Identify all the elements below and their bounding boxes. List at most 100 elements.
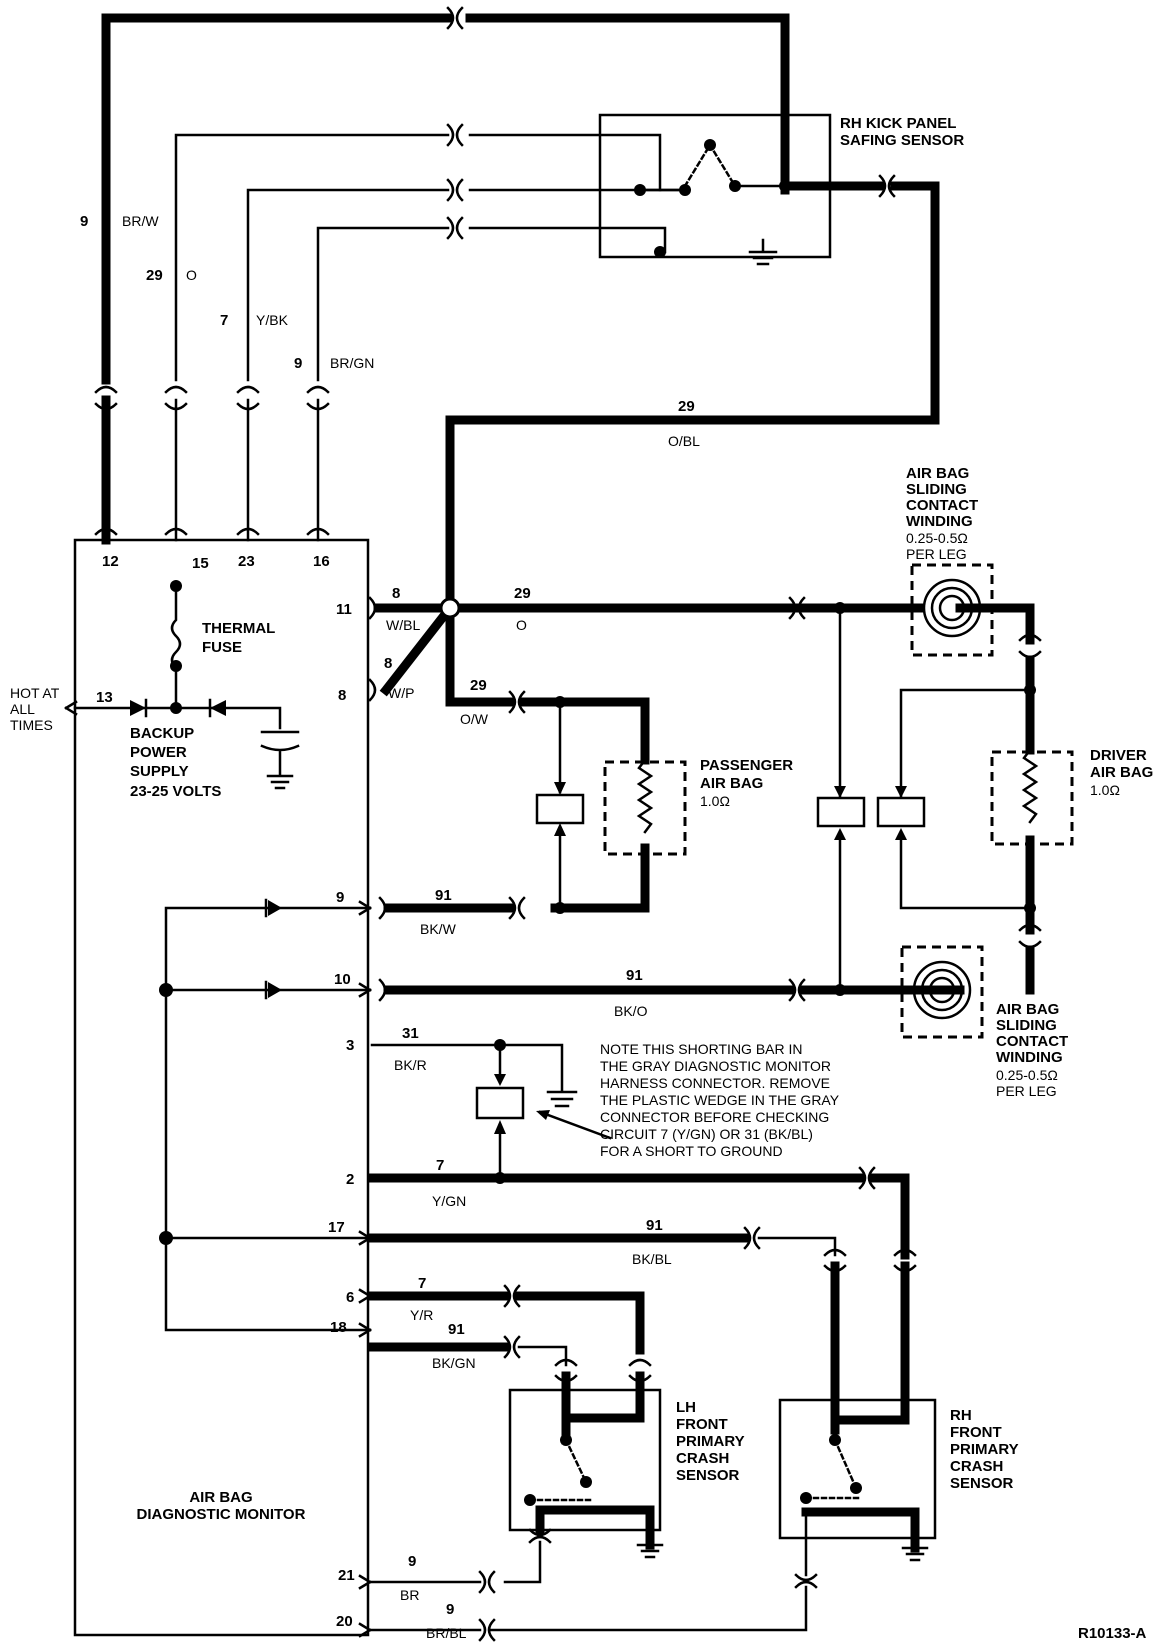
pin18-number: 18 bbox=[330, 1319, 347, 1336]
svg-text:CONNECTOR BEFORE CHECKING: CONNECTOR BEFORE CHECKING bbox=[600, 1109, 829, 1125]
thermal-fuse-label-2: FUSE bbox=[202, 639, 242, 656]
pin20-number: 20 bbox=[336, 1613, 353, 1630]
sliding-winding-bottom bbox=[900, 945, 984, 1039]
sliding-bottom-label-1: AIR BAG bbox=[996, 1001, 1059, 1018]
rh-sensor-label-1: RH bbox=[950, 1407, 972, 1424]
hot-at-all-times-2: ALL bbox=[10, 701, 35, 717]
wire23-circuit: 7 bbox=[220, 312, 228, 329]
pin6-circuit: 7 bbox=[418, 1275, 426, 1292]
safing-sensor-label-1: RH KICK PANEL bbox=[840, 115, 956, 132]
pin6-number: 6 bbox=[346, 1289, 354, 1306]
passenger-airbag-label-1: PASSENGER bbox=[700, 757, 793, 774]
svg-text:THE GRAY DIAGNOSTIC MONITOR: THE GRAY DIAGNOSTIC MONITOR bbox=[600, 1058, 831, 1074]
rh-sensor-label-2: FRONT bbox=[950, 1424, 1002, 1441]
sliding-bottom-label-3: CONTACT bbox=[996, 1033, 1068, 1050]
backup-label-1: BACKUP bbox=[130, 725, 194, 742]
pin2-color: Y/GN bbox=[432, 1193, 466, 1209]
safing-to-splice-wire bbox=[445, 181, 940, 612]
sliding-bottom-label-5: 0.25-0.5Ω bbox=[996, 1067, 1058, 1083]
wire16-color: BR/GN bbox=[330, 355, 374, 371]
pin2-number: 2 bbox=[346, 1171, 354, 1188]
wire12-color: BR/W bbox=[122, 213, 159, 229]
sliding-top-label-1: AIR BAG bbox=[906, 465, 969, 482]
wire16-circuit: 9 bbox=[294, 355, 302, 372]
sliding-bottom-label-2: SLIDING bbox=[996, 1017, 1057, 1034]
pin8-color: W/P bbox=[388, 685, 414, 701]
pin11-out-color: O bbox=[516, 617, 527, 633]
wire23-color: Y/BK bbox=[256, 312, 289, 328]
pin10-number: 10 bbox=[334, 971, 351, 988]
rh-sensor-label-4: CRASH bbox=[950, 1458, 1003, 1475]
hot-at-all-times-3: TIMES bbox=[10, 717, 53, 733]
backup-label-3: SUPPLY bbox=[130, 763, 189, 780]
sliding-top-label-5: 0.25-0.5Ω bbox=[906, 530, 968, 546]
safing-link-color: O/BL bbox=[668, 433, 700, 449]
safing-sensor-switch bbox=[634, 139, 885, 266]
top-wires bbox=[94, 6, 790, 545]
pin11-pin8-feed bbox=[368, 596, 805, 707]
backup-label-2: POWER bbox=[130, 744, 187, 761]
lh-sensor-label-5: SENSOR bbox=[676, 1467, 740, 1484]
sliding-top-label-2: SLIDING bbox=[906, 481, 967, 498]
driver-airbag-circuit bbox=[788, 596, 1074, 1002]
lh-sensor-box bbox=[508, 1388, 662, 1532]
safing-link-circuit: 29 bbox=[678, 398, 695, 415]
rh-sensor-label-3: PRIMARY bbox=[950, 1441, 1019, 1458]
pin10-color: BK/O bbox=[614, 1003, 648, 1019]
passenger-airbag-label-2: AIR BAG bbox=[700, 775, 763, 792]
pin9-color: BK/W bbox=[420, 921, 457, 937]
pin18-circuit: 91 bbox=[448, 1321, 465, 1338]
pin3-circuit: 31 bbox=[402, 1025, 419, 1042]
pin11-circuit: 8 bbox=[392, 585, 400, 602]
rh-sensor-switch bbox=[478, 1261, 929, 1642]
shorting-bar bbox=[370, 1039, 612, 1180]
pin8-number: 8 bbox=[338, 687, 346, 704]
hot-at-all-times-1: HOT AT bbox=[10, 685, 60, 701]
sliding-winding-top bbox=[910, 563, 994, 657]
sliding-top-label-6: PER LEG bbox=[906, 546, 967, 562]
pin2-circuit: 7 bbox=[436, 1157, 444, 1174]
pin3-color: BK/R bbox=[394, 1057, 427, 1073]
lh-sensor-label-1: LH bbox=[676, 1399, 696, 1416]
wire15-color: O bbox=[186, 267, 197, 283]
svg-text:NOTE THIS SHORTING BAR IN: NOTE THIS SHORTING BAR IN bbox=[600, 1041, 803, 1057]
pin6-color: Y/R bbox=[410, 1307, 433, 1323]
backup-power-circuit bbox=[64, 698, 300, 790]
sliding-bottom-label-6: PER LEG bbox=[996, 1083, 1057, 1099]
lh-sensor-label-2: FRONT bbox=[676, 1416, 728, 1433]
pin17-circuit: 91 bbox=[646, 1217, 663, 1234]
pin20-circuit: 9 bbox=[446, 1601, 454, 1618]
monitor-title-line2: DIAGNOSTIC MONITOR bbox=[137, 1506, 306, 1523]
wire15-circuit: 29 bbox=[146, 267, 163, 284]
rh-sensor-box bbox=[778, 1398, 937, 1540]
svg-text:FOR A SHORT TO GROUND: FOR A SHORT TO GROUND bbox=[600, 1143, 783, 1159]
diagnostic-monitor-box bbox=[73, 538, 370, 1637]
pin12-number: 12 bbox=[102, 553, 119, 570]
shorting-bar-note: NOTE THIS SHORTING BAR IN THE GRAY DIAGN… bbox=[600, 1041, 840, 1159]
lh-sensor-switch bbox=[478, 1371, 664, 1594]
crash-sensor-feeds bbox=[358, 1166, 917, 1383]
pin17-color: BK/BL bbox=[632, 1251, 672, 1267]
rh-sensor-label-5: SENSOR bbox=[950, 1475, 1014, 1492]
pin10-circuit: 91 bbox=[626, 967, 643, 984]
driver-airbag-label-2: AIR BAG bbox=[1090, 764, 1153, 781]
sliding-top-label-4: WINDING bbox=[906, 513, 973, 530]
driver-airbag-label-1: DRIVER bbox=[1090, 747, 1147, 764]
svg-text:HARNESS CONNECTOR. REMOVE: HARNESS CONNECTOR. REMOVE bbox=[600, 1075, 830, 1091]
pin21-color: BR bbox=[400, 1587, 419, 1603]
diagram-id: R10133-A bbox=[1078, 1625, 1147, 1642]
thermal-fuse bbox=[170, 580, 182, 714]
lh-sensor-label-4: CRASH bbox=[676, 1450, 729, 1467]
pin3-number: 3 bbox=[346, 1037, 354, 1054]
pin21-number: 21 bbox=[338, 1567, 355, 1584]
passenger-airbag-resistance: 1.0Ω bbox=[700, 793, 730, 809]
pin17-number: 17 bbox=[328, 1219, 345, 1236]
pin16-number: 16 bbox=[313, 553, 330, 570]
pin11-out-circuit: 29 bbox=[514, 585, 531, 602]
backup-label-4: 23-25 VOLTS bbox=[130, 783, 221, 800]
pin11-color: W/BL bbox=[386, 617, 420, 633]
passenger-airbag-circuit bbox=[508, 690, 687, 920]
pin21-circuit: 9 bbox=[408, 1553, 416, 1570]
svg-text:THE PLASTIC WEDGE IN THE GRAY: THE PLASTIC WEDGE IN THE GRAY bbox=[600, 1092, 840, 1108]
